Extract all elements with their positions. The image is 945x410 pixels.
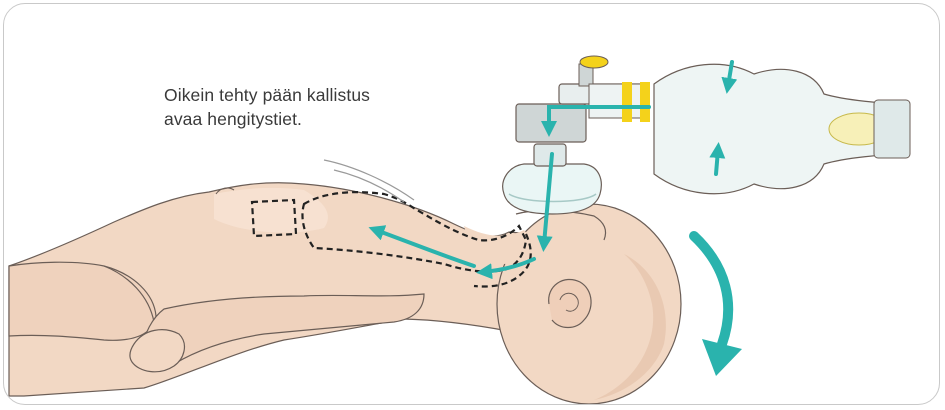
bag-valve bbox=[516, 56, 650, 142]
infant-figure bbox=[9, 183, 681, 404]
caption: Oikein tehty pään kallistus avaa hengity… bbox=[164, 83, 464, 131]
illustration-panel: Oikein tehty pään kallistus avaa hengity… bbox=[3, 3, 940, 405]
infant-arm bbox=[142, 294, 424, 369]
valve-cap-icon bbox=[580, 56, 608, 68]
caption-line-2: avaa hengitystiet. bbox=[164, 107, 464, 131]
head-tilt-arrowhead-icon bbox=[702, 339, 742, 376]
squeeze-arrow-icon bbox=[716, 150, 718, 174]
resuscitation-bag bbox=[654, 64, 910, 193]
infant-ventilation-illustration bbox=[4, 4, 940, 405]
caption-line-1: Oikein tehty pään kallistus bbox=[164, 83, 464, 107]
head-tilt-arrow-icon bbox=[694, 236, 728, 344]
